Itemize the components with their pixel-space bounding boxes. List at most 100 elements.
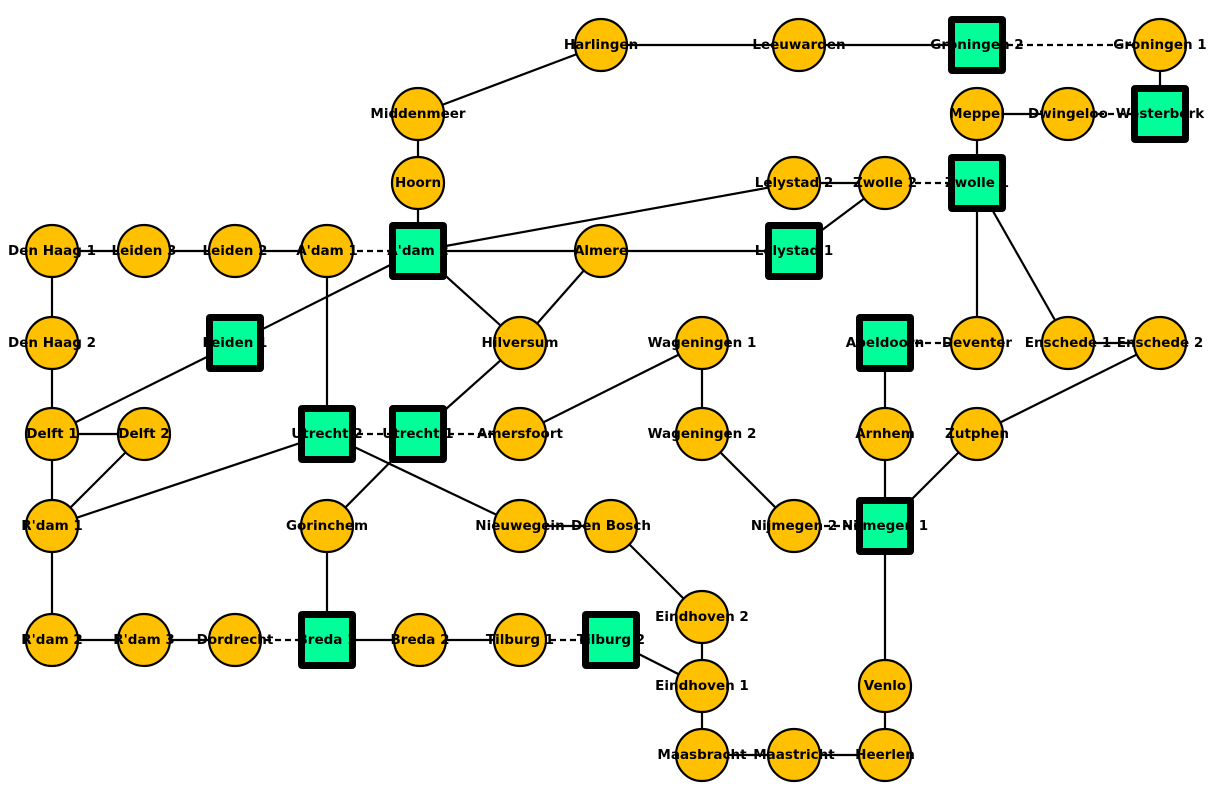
node-label: Heerlen — [855, 747, 915, 763]
node-label: Wageningen 1 — [648, 335, 757, 351]
node-eindhoven1: Eindhoven 1 — [655, 658, 749, 714]
station-circle — [1040, 86, 1096, 142]
node-dwingeloo: Dwingeloo — [1028, 86, 1108, 142]
node-label: Den Haag 2 — [8, 335, 96, 351]
node-label: Arnhem — [855, 426, 915, 442]
node-label: Leeuwarden — [752, 37, 845, 53]
station-circle — [24, 315, 80, 371]
node-lelystad2: Lelystad 2 — [755, 155, 834, 211]
node-denbosch: Den Bosch — [571, 498, 651, 554]
node-enschede2: Enschede 2 — [1117, 315, 1203, 371]
node-breda2: Breda 2 — [391, 612, 449, 668]
station-circle — [116, 223, 172, 279]
hub-square — [1138, 92, 1182, 136]
node-label: R'dam 2 — [21, 632, 82, 648]
node-delft2: Delft 2 — [116, 406, 172, 462]
node-label: Middenmeer — [370, 106, 466, 122]
node-middenmeer: Middenmeer — [370, 86, 466, 142]
station-circle — [492, 612, 548, 668]
node-label: Apeldoorn — [846, 335, 924, 351]
station-circle — [857, 658, 913, 714]
station-circle — [390, 86, 446, 142]
node-label: Amersfoort — [477, 426, 563, 442]
node-label: A'dam 1 — [296, 243, 358, 259]
node-label: Enschede 1 — [1025, 335, 1112, 351]
node-adam2: A'dam 2 — [387, 222, 449, 280]
node-meppel: Meppel — [949, 86, 1005, 142]
node-utrecht1: Utrecht 1 — [382, 405, 454, 463]
hub-square — [863, 504, 907, 548]
station-circle — [24, 612, 80, 668]
node-rdam1: R'dam 1 — [21, 498, 83, 554]
node-arnhem: Arnhem — [855, 406, 915, 462]
station-circle — [24, 498, 80, 554]
node-heerlen: Heerlen — [855, 727, 915, 783]
node-breda1: Breda 1 — [298, 611, 357, 669]
station-circle — [674, 589, 730, 645]
node-hilversum: Hilversum — [482, 315, 558, 371]
station-circle — [857, 406, 913, 462]
node-label: Tilburg 1 — [486, 632, 554, 648]
node-label: Lelystad 2 — [755, 175, 834, 191]
station-circle — [573, 17, 629, 73]
node-label: Delft 2 — [118, 426, 169, 442]
node-label: Eindhoven 1 — [655, 678, 749, 694]
station-circle — [573, 223, 629, 279]
station-circle — [674, 406, 730, 462]
node-label: Zwolle 1 — [945, 175, 1009, 191]
node-tilburg2: Tilburg 2 — [577, 611, 645, 669]
station-circle — [24, 406, 80, 462]
node-label: A'dam 2 — [387, 243, 449, 259]
node-label: R'dam 3 — [113, 632, 174, 648]
node-nieuwegein: Nieuwegein — [475, 498, 565, 554]
station-circle — [1132, 17, 1188, 73]
node-leiden2: Leiden 2 — [203, 223, 268, 279]
node-label: Utrecht 2 — [291, 426, 362, 442]
node-gorinchem: Gorinchem — [286, 498, 368, 554]
node-deventer: Deventer — [942, 315, 1012, 371]
station-circle — [766, 727, 822, 783]
station-circle — [949, 86, 1005, 142]
node-zwolle1: Zwolle 1 — [945, 154, 1009, 212]
node-label: Almere — [574, 243, 628, 259]
node-label: Lelystad 1 — [755, 243, 834, 259]
node-label: Delft 1 — [26, 426, 77, 442]
node-label: Meppel — [949, 106, 1005, 122]
node-groningen1: Groningen 1 — [1113, 17, 1207, 73]
node-enschede1: Enschede 1 — [1025, 315, 1112, 371]
station-circle — [949, 315, 1005, 371]
edge-harlingen-middenmeer — [417, 43, 602, 116]
station-circle — [392, 612, 448, 668]
edge-enschede2-zutphen — [976, 342, 1161, 435]
node-nijmegen2: Nijmegen 2 — [751, 498, 837, 554]
hub-square — [955, 161, 999, 205]
station-circle — [207, 612, 263, 668]
station-circle — [116, 612, 172, 668]
node-label: Zutphen — [945, 426, 1009, 442]
node-label: R'dam 1 — [21, 518, 82, 534]
node-wageningen1: Wageningen 1 — [648, 315, 757, 371]
hub-square — [863, 321, 907, 365]
node-label: Maasbracht — [657, 747, 747, 763]
station-circle — [771, 17, 827, 73]
station-circle — [674, 727, 730, 783]
hub-square — [305, 618, 349, 662]
node-label: Venlo — [864, 678, 906, 694]
node-label: Dwingeloo — [1028, 106, 1108, 122]
node-rdam3: R'dam 3 — [113, 612, 175, 668]
hub-square — [955, 23, 999, 67]
station-circle — [492, 498, 548, 554]
station-circle — [24, 223, 80, 279]
node-label: Wageningen 2 — [648, 426, 757, 442]
node-hoorn: Hoorn — [390, 155, 446, 211]
node-label: Breda 1 — [298, 632, 357, 648]
station-circle — [207, 223, 263, 279]
node-rdam2: R'dam 2 — [21, 612, 83, 668]
node-label: Hoorn — [395, 175, 441, 191]
node-label: Leiden 2 — [203, 243, 268, 259]
station-circle — [766, 155, 822, 211]
node-almere: Almere — [573, 223, 629, 279]
node-utrecht2: Utrecht 2 — [291, 405, 363, 463]
hub-square — [589, 618, 633, 662]
